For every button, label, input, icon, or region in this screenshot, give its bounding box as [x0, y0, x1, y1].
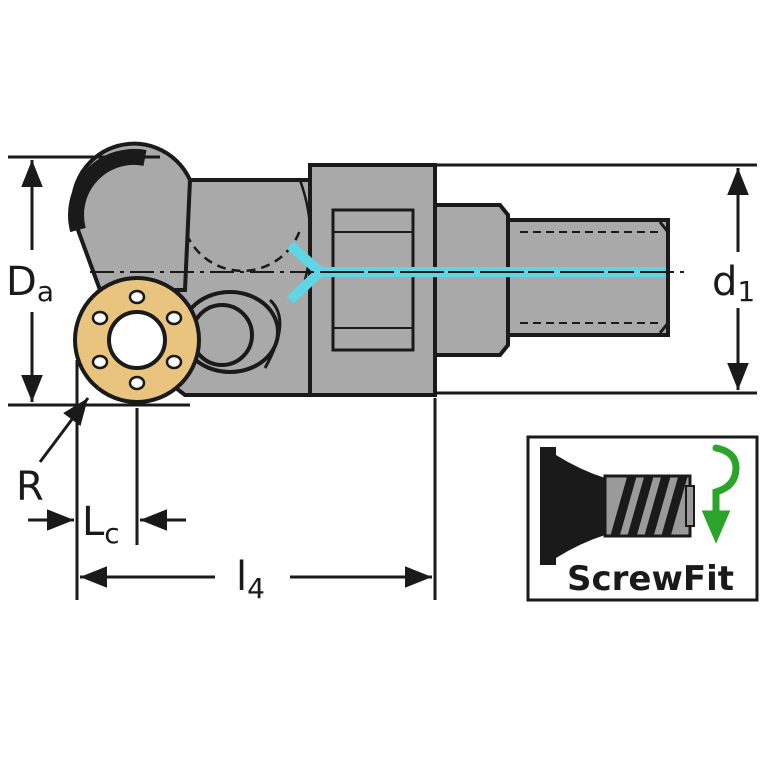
round-insert: [73, 276, 201, 404]
dimension-labels: Da d1 R Lc l4: [6, 259, 755, 605]
collar-flat: [331, 208, 415, 352]
tool-collar: [308, 163, 437, 397]
label-d1: d1: [712, 259, 755, 308]
logo-text: ScrewFit: [567, 559, 734, 599]
screw-head-icon: [540, 447, 556, 565]
screwfit-logo: ScrewFit: [526, 435, 759, 602]
rotation-arrow-icon: [701, 444, 740, 544]
tool-taper: [433, 203, 510, 357]
label-Da: Da: [6, 259, 54, 308]
label-R: R: [16, 464, 44, 510]
tool-shank: [506, 218, 670, 337]
label-l4: l4: [236, 554, 265, 605]
tool-body: [68, 141, 690, 404]
screw-neck-icon: [556, 455, 605, 558]
label-Lc: Lc: [82, 499, 120, 550]
screw-thread-icon: [603, 474, 695, 538]
dimensions: [8, 155, 757, 600]
